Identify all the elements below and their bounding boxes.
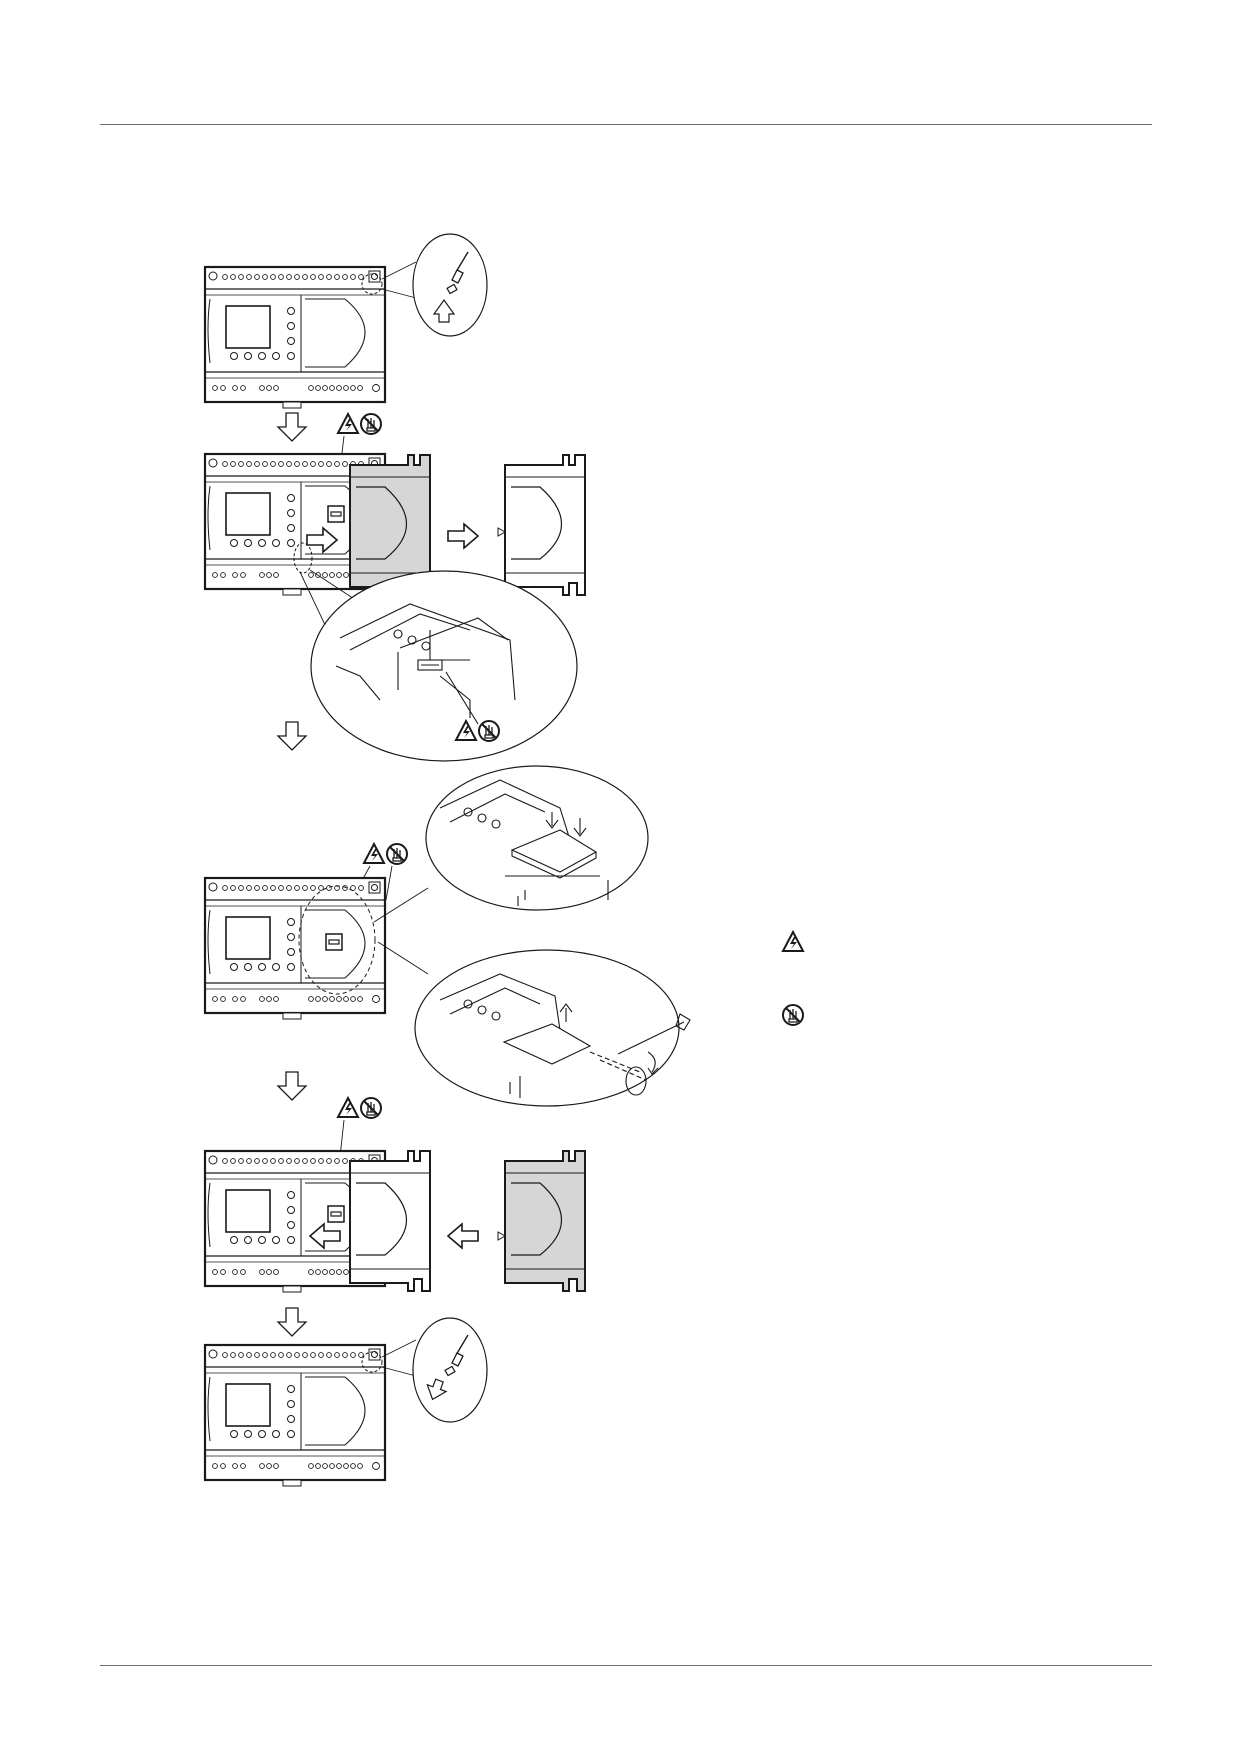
step-3-zoom-marker <box>298 885 376 995</box>
step-1-leader <box>381 261 417 280</box>
bottom-rule <box>100 1665 1152 1666</box>
step-2-zoom-marker <box>293 542 313 574</box>
step-2-hazard-icons <box>337 413 382 435</box>
step-4-connector <box>327 1205 345 1223</box>
step-arrow-3 <box>277 1071 307 1101</box>
top-rule <box>100 124 1152 125</box>
step-2-arrow <box>447 523 479 549</box>
step-4-module <box>349 1150 431 1292</box>
legend-hazard-icon <box>782 931 804 952</box>
arrow-icon <box>426 1378 448 1401</box>
step-4-arrow <box>447 1223 479 1249</box>
screwdriver-icon <box>444 1334 469 1377</box>
step-3-zoom-bubble-upper <box>425 765 649 911</box>
screwdriver-icon <box>446 251 469 295</box>
step-5-unit <box>203 1343 387 1488</box>
step-3-upper-detail <box>439 779 609 906</box>
step-arrow-2 <box>277 721 307 751</box>
step-1-zoom-bubble <box>412 233 488 337</box>
step-arrow-4 <box>277 1307 307 1337</box>
legend-no-touch-icon <box>782 1004 804 1026</box>
step-4-module-to-insert <box>504 1150 586 1292</box>
step-5-zoom-marker <box>361 1351 383 1373</box>
step-2-zoom-detail <box>335 603 516 725</box>
step-2-zoom-bubble <box>310 570 578 762</box>
step-1-zoom-marker <box>361 273 383 295</box>
step-arrow-1 <box>277 412 307 442</box>
step-3-hazard-icons <box>363 843 408 865</box>
step-2-connector <box>327 505 345 523</box>
step-3-unit <box>203 876 387 1021</box>
arrow-icon <box>432 298 456 323</box>
step-2-module-removed <box>504 454 586 596</box>
step-4-hazard-icons <box>337 1097 382 1119</box>
step-3-connector <box>325 933 343 951</box>
step-3-lower-detail <box>439 973 691 1098</box>
step-1-unit <box>203 265 387 410</box>
